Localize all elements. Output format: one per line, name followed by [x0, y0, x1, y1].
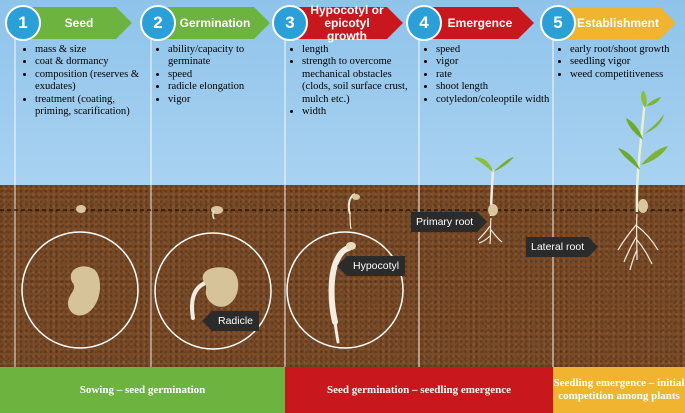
factor-item: treatment (coating, priming, scarificati…: [35, 94, 150, 119]
factor-item: composition (reserves & exudates): [35, 69, 150, 94]
magnify-circle: [154, 232, 272, 350]
factor-item: seedling vigor: [570, 56, 685, 68]
factor-item: speed: [168, 69, 284, 81]
magnify-circle: [286, 231, 404, 349]
phase-sowing-germination: Sowing – seed germination: [0, 367, 285, 413]
lateral-root-label: Lateral root: [526, 237, 598, 257]
cotyledon: [638, 199, 648, 213]
seed-large: [67, 266, 101, 316]
magnify-circle: [21, 231, 139, 349]
factor-item: shoot length: [436, 81, 554, 93]
factor-item: rate: [436, 69, 554, 81]
factor-item: early root/shoot growth: [570, 44, 685, 56]
leaves: [618, 90, 668, 170]
stage-title: Establishment: [576, 15, 660, 30]
stage-number-badge: 3: [272, 5, 308, 41]
stage-number-badge: 1: [5, 5, 41, 41]
phase-germination-emergence: Seed germination – seedling emergence: [285, 367, 553, 413]
radicle-small: [349, 213, 352, 230]
seed-small: [352, 194, 360, 200]
factor-item: vigor: [168, 94, 284, 106]
stage-header-emergence: 4 Emergence: [406, 5, 534, 41]
stage-header-establishment: 5 Establishment: [540, 5, 676, 41]
factor-item: weed competitiveness: [570, 69, 685, 81]
factor-item: radicle elongation: [168, 81, 284, 93]
factor-item: vigor: [436, 56, 554, 68]
stage-number-badge: 4: [406, 5, 442, 41]
stage-header-germination: 2 Germination: [140, 5, 270, 41]
stem: [635, 99, 647, 213]
factor-item: speed: [436, 44, 554, 56]
factor-item: mass & size: [35, 44, 150, 56]
hypocotyl-large: [328, 245, 352, 325]
stage-number-badge: 2: [140, 5, 176, 41]
factor-item: cotyledon/coleoptile width: [436, 94, 554, 106]
lateral-root-system: [617, 213, 659, 271]
radicle-large: [190, 281, 207, 320]
factor-item: coat & dormancy: [35, 56, 150, 68]
stage-header-seed: 1 Seed: [5, 5, 132, 41]
stage-title: Emergence: [447, 15, 513, 30]
stage-title: Germination: [179, 15, 251, 30]
factor-item: width: [302, 106, 422, 118]
cotyledon: [488, 204, 498, 216]
stage-header-hypocotyl: 3 Hypocotyl or epicotyl growth: [272, 2, 403, 43]
stage-title: Hypocotyl or epicotyl growth: [310, 2, 384, 43]
soil-background: [0, 185, 685, 367]
stage-1-factors: mass & size coat & dormancy composition …: [23, 44, 150, 118]
stage-4-factors: speed vigor rate shoot length cotyledon/…: [424, 44, 554, 106]
stage-2-factors: ability/capacity to germinate speed radi…: [156, 44, 284, 106]
hypocotyl-label: Hypocotyl: [337, 256, 406, 276]
radicle-small: [212, 210, 215, 220]
cotyledon: [346, 242, 356, 250]
leaf: [474, 157, 493, 172]
stage-title: Seed: [64, 15, 94, 30]
seed-small: [76, 205, 86, 213]
primary-root-system: [477, 217, 503, 245]
factor-item: ability/capacity to germinate: [168, 44, 284, 69]
radicle-label: Radicle: [202, 311, 260, 331]
stage-number-badge: 5: [540, 5, 576, 41]
leaf: [493, 157, 514, 172]
phase-emergence-competition: Seedling emergence – initial competition…: [553, 367, 685, 413]
primary-root-label: Primary root: [411, 212, 487, 232]
stage-3-factors: length strength to overcome mechanical o…: [290, 44, 422, 118]
seed-large: [202, 267, 239, 307]
radicle-large: [333, 320, 340, 344]
factor-item: length: [302, 44, 422, 56]
factor-item: strength to overcome mechanical obstacle…: [302, 56, 422, 106]
stage-5-factors: early root/shoot growth seedling vigor w…: [558, 44, 685, 81]
